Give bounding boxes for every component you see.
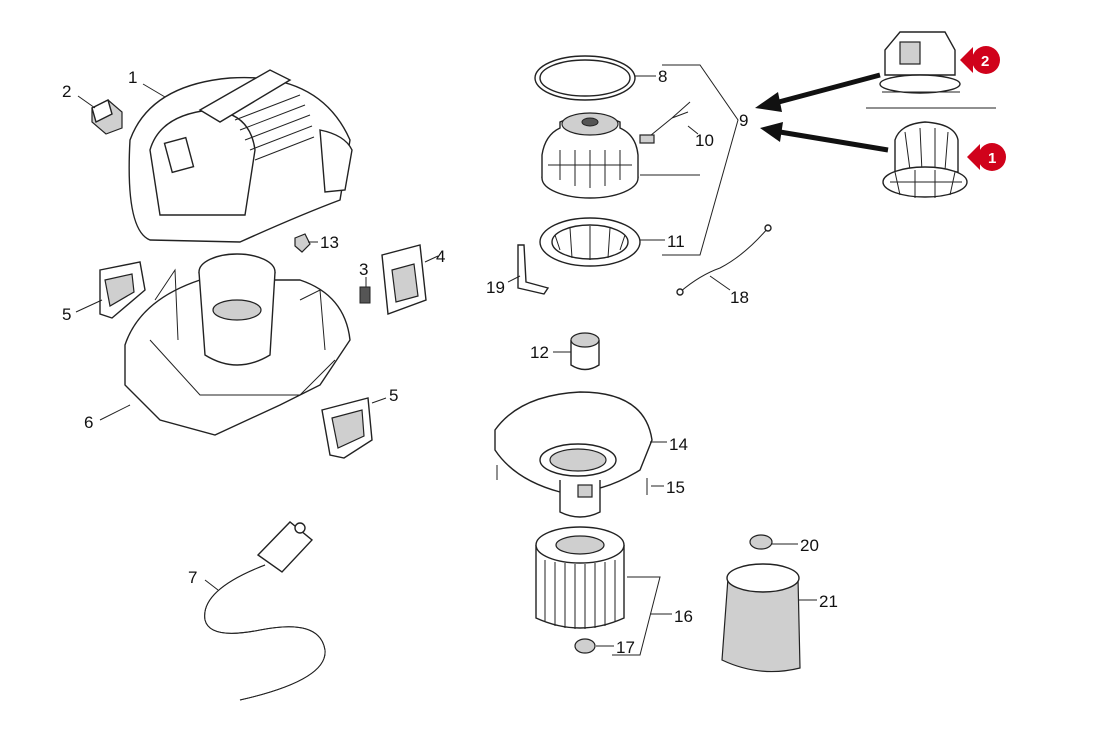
leader-5b <box>371 397 387 404</box>
leader-7 <box>204 579 219 591</box>
callout-5b: 5 <box>389 386 398 405</box>
leader-9-bracket <box>662 64 739 256</box>
part-side-clip-left <box>99 261 146 319</box>
part-motor <box>541 112 639 199</box>
callout-14: 14 <box>669 435 688 454</box>
leader-5a <box>75 299 103 313</box>
leader-6 <box>99 404 131 421</box>
callout-19: 19 <box>486 278 505 297</box>
part-filter-nut <box>574 638 596 654</box>
callout-8: 8 <box>658 67 667 86</box>
callout-5a: 5 <box>62 305 71 324</box>
callout-20: 20 <box>800 536 819 555</box>
badge-variant-2: 2 <box>960 46 1000 74</box>
callout-2: 2 <box>62 82 71 101</box>
part-screw <box>496 465 648 495</box>
leader-10 <box>687 125 699 135</box>
part-motor-mount <box>539 217 641 267</box>
callout-7: 7 <box>188 568 197 587</box>
part-power-cord <box>204 521 326 701</box>
leader-4 <box>424 255 439 263</box>
badge-variant-2-label: 2 <box>981 53 989 70</box>
callout-3: 3 <box>359 260 368 279</box>
part-motor-cable <box>639 101 691 144</box>
callout-9: 9 <box>739 111 748 130</box>
part-spring <box>359 286 371 304</box>
callout-17: 17 <box>616 638 635 657</box>
leader-2 <box>77 95 96 109</box>
callout-11: 11 <box>667 232 685 251</box>
leader-1 <box>142 83 166 98</box>
part-sleeve <box>570 332 600 371</box>
part-clip <box>294 233 311 253</box>
part-side-clip-right <box>321 397 373 459</box>
badge-variant-1-label: 1 <box>988 150 996 167</box>
part-seal-ring <box>534 55 636 101</box>
part-filter-bag <box>721 563 801 673</box>
part-switch-knob <box>91 98 123 135</box>
part-bag-cap <box>749 534 773 550</box>
part-top-housing <box>128 69 353 243</box>
leader-16-bracket <box>612 576 661 656</box>
callout-10: 10 <box>695 131 714 150</box>
callout-4: 4 <box>436 247 445 266</box>
motor-variant-2 <box>879 31 961 94</box>
part-connection-cable <box>676 224 772 296</box>
variant-arrows <box>755 72 889 153</box>
callout-13: 13 <box>320 233 339 252</box>
part-mount-bracket <box>517 244 550 295</box>
callout-6: 6 <box>84 413 93 432</box>
badge-variant-1: 1 <box>967 143 1006 171</box>
part-latch <box>381 244 427 315</box>
motor-variant-1 <box>882 121 968 198</box>
leader-19 <box>507 275 521 283</box>
callout-15: 15 <box>666 478 685 497</box>
callout-18: 18 <box>730 288 749 307</box>
callout-1: 1 <box>128 68 137 87</box>
part-filter-housing <box>494 391 653 518</box>
part-motor-housing <box>124 253 351 436</box>
leader-18 <box>709 275 731 291</box>
callout-16: 16 <box>674 607 693 626</box>
callout-21: 21 <box>819 592 838 611</box>
part-cartridge-filter <box>535 526 625 629</box>
callout-12: 12 <box>530 343 549 362</box>
